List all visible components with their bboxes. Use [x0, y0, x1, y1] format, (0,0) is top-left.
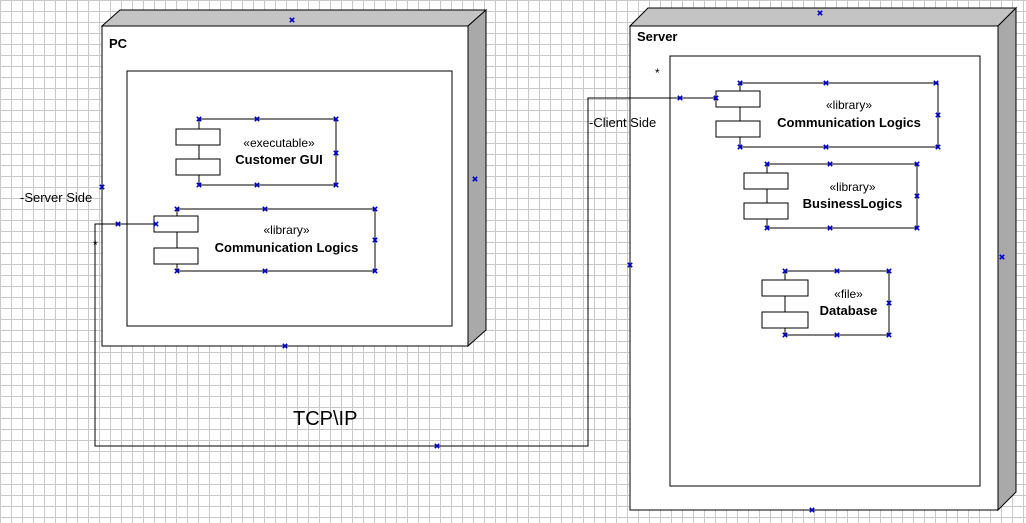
- component-body: [739, 82, 939, 148]
- selection-handle[interactable]: [289, 17, 295, 23]
- selection-handle[interactable]: [174, 206, 180, 212]
- selection-handle[interactable]: [737, 80, 743, 86]
- selection-handle[interactable]: [713, 95, 719, 101]
- selection-handle[interactable]: [196, 182, 202, 188]
- selection-handles: [99, 10, 1005, 513]
- selection-handle[interactable]: [333, 182, 339, 188]
- selection-handle[interactable]: [914, 161, 920, 167]
- selection-handle[interactable]: [834, 268, 840, 274]
- node-pc-inner-frame: [126, 70, 453, 327]
- node-pc-title: PC: [109, 36, 128, 51]
- component-port: [743, 202, 789, 220]
- selection-handle[interactable]: [372, 268, 378, 274]
- selection-handle[interactable]: [262, 268, 268, 274]
- tcp-ip-label: TCP\IP: [293, 408, 358, 430]
- selection-handle[interactable]: [372, 237, 378, 243]
- component-body: [176, 208, 376, 272]
- selection-handle[interactable]: [886, 332, 892, 338]
- node-server-inner-frame: [669, 55, 981, 487]
- tcp-ip-connection[interactable]: [94, 97, 716, 447]
- selection-handle[interactable]: [115, 221, 121, 227]
- database-name: Database: [819, 303, 878, 318]
- selection-handle[interactable]: [886, 268, 892, 274]
- selection-handle[interactable]: [817, 10, 823, 16]
- businesslogics-stereotype: «library»: [829, 180, 876, 194]
- selection-handle[interactable]: [914, 193, 920, 199]
- pc-comm-name: Communication Logics: [214, 240, 359, 255]
- businesslogics-name: BusinessLogics: [802, 196, 903, 211]
- selection-handle[interactable]: [999, 254, 1005, 260]
- selection-handle[interactable]: [886, 300, 892, 306]
- selection-handle[interactable]: [834, 332, 840, 338]
- component-port: [715, 90, 761, 108]
- server-comm-stereotype: «library»: [825, 98, 873, 112]
- component-businesslogics[interactable]: [743, 163, 918, 229]
- selection-handle[interactable]: [933, 80, 939, 86]
- database-stereotype: «file»: [834, 287, 863, 301]
- selection-handle[interactable]: [282, 343, 288, 349]
- selection-handle[interactable]: [782, 268, 788, 274]
- server-side-multiplicity: *: [93, 238, 98, 252]
- selection-handle[interactable]: [333, 116, 339, 122]
- selection-handle[interactable]: [174, 268, 180, 274]
- component-port: [175, 158, 221, 176]
- selection-handle[interactable]: [677, 95, 683, 101]
- selection-handle[interactable]: [262, 206, 268, 212]
- component-port: [153, 215, 199, 233]
- selection-handle[interactable]: [827, 161, 833, 167]
- selection-handle[interactable]: [823, 144, 829, 150]
- selection-handle[interactable]: [827, 225, 833, 231]
- selection-handle[interactable]: [153, 221, 159, 227]
- selection-handle[interactable]: [333, 150, 339, 156]
- selection-handle[interactable]: [627, 262, 633, 268]
- selection-handle[interactable]: [99, 184, 105, 190]
- selection-handle[interactable]: [737, 144, 743, 150]
- component-body: [766, 163, 918, 229]
- node-pc[interactable]: [100, 8, 488, 348]
- customer-gui-stereotype: «executable»: [243, 136, 315, 150]
- selection-handle[interactable]: [764, 225, 770, 231]
- selection-handle[interactable]: [935, 112, 941, 118]
- component-server-communication-logics[interactable]: [715, 82, 939, 148]
- component-database[interactable]: [761, 270, 890, 336]
- selection-handle[interactable]: [254, 182, 260, 188]
- selection-handle[interactable]: [914, 225, 920, 231]
- selection-handle[interactable]: [434, 443, 440, 449]
- node-server-title: Server: [637, 29, 678, 44]
- selection-handle[interactable]: [472, 176, 478, 182]
- selection-handle[interactable]: [782, 332, 788, 338]
- customer-gui-name: Customer GUI: [235, 152, 323, 167]
- component-port: [153, 247, 199, 265]
- component-port: [761, 311, 809, 329]
- node-pc-front-face: [101, 25, 469, 347]
- pc-comm-stereotype: «library»: [263, 223, 310, 237]
- component-body: [198, 118, 337, 186]
- component-port: [175, 128, 221, 146]
- component-port: [715, 120, 761, 138]
- selection-handle[interactable]: [823, 80, 829, 86]
- selection-handle[interactable]: [809, 507, 815, 513]
- server-side-role-label: -Server Side: [20, 190, 93, 205]
- selection-handle[interactable]: [254, 116, 260, 122]
- server-comm-name: Communication Logics: [777, 115, 921, 130]
- component-port: [761, 279, 809, 297]
- selection-handle[interactable]: [935, 144, 941, 150]
- client-side-role-label: -Client Side: [589, 115, 657, 130]
- node-server-top-face: [628, 7, 1018, 27]
- selection-handle[interactable]: [196, 116, 202, 122]
- client-side-multiplicity: *: [655, 66, 660, 80]
- selection-handle[interactable]: [372, 206, 378, 212]
- component-pc-communication-logics[interactable]: [153, 208, 376, 272]
- component-port: [743, 172, 789, 190]
- selection-handle[interactable]: [764, 161, 770, 167]
- component-customer-gui[interactable]: [175, 118, 337, 186]
